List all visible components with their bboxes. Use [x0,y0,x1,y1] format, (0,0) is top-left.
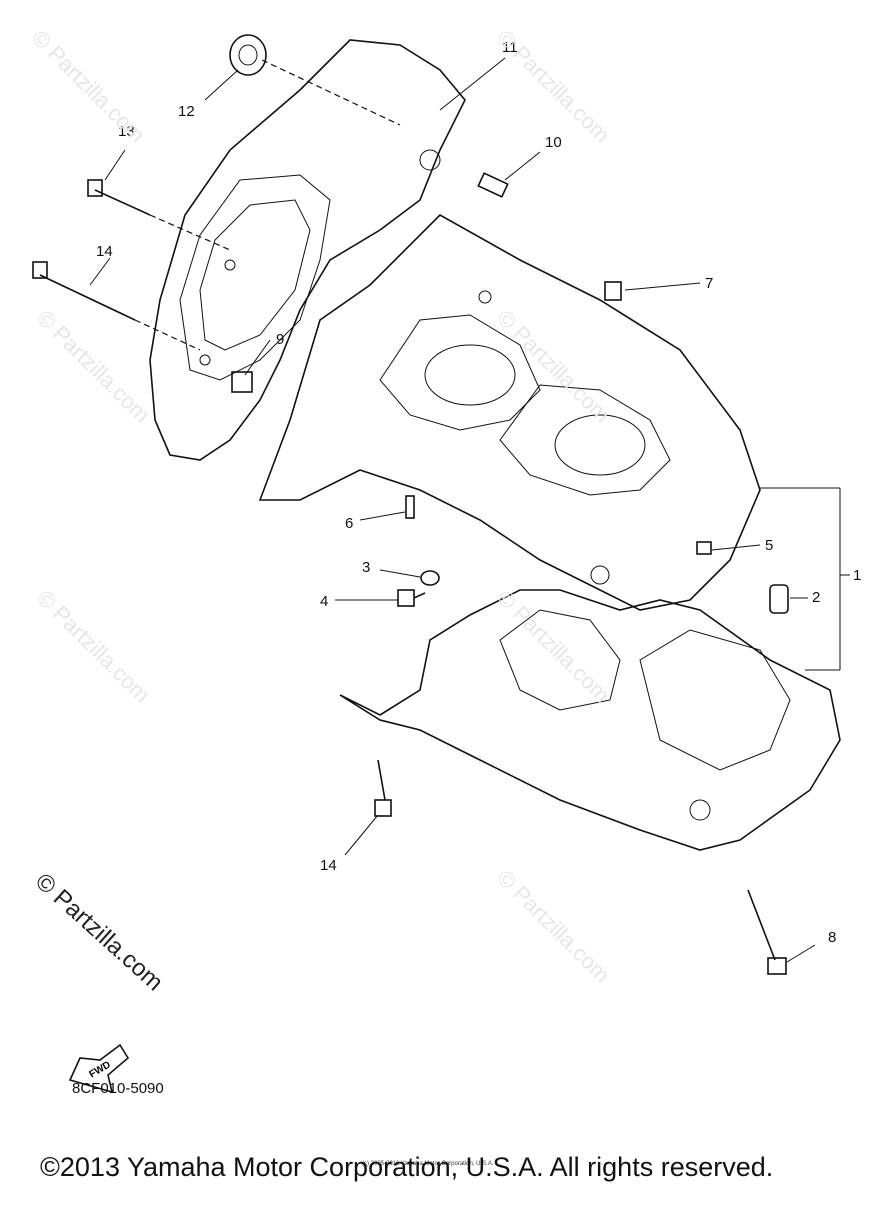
callout-14-upper: 14 [96,243,113,260]
leader-lines [89,57,850,963]
callout-1: 1 [853,567,862,584]
callout-8: 8 [828,929,837,946]
bearing [229,34,267,76]
plug-2 [769,584,789,614]
pin-6 [405,495,415,519]
callout-10: 10 [545,134,562,151]
stud-7 [604,281,622,301]
bolt-14-upper [32,261,136,321]
bolt-4 [397,589,426,607]
callout-9: 9 [276,331,285,348]
callout-5: 5 [765,537,774,554]
pin-5 [696,541,712,555]
callout-6: 6 [345,515,354,532]
lower-crankcase [339,589,841,851]
tiny-copyright: (c) 2005-2016 Yamaha Motor Corporation, … [362,1161,494,1167]
crankcase-cover [149,39,466,461]
callout-2: 2 [812,589,821,606]
part-code: 8CF010-5090 [72,1080,164,1097]
washer-3 [420,570,440,586]
bolt-8 [747,889,787,975]
callout-11: 11 [502,39,518,56]
bolt-13 [87,179,151,216]
upper-crankcase [258,214,761,611]
callout-7: 7 [705,275,714,292]
callout-14-lower: 14 [320,857,337,874]
callout-12: 12 [178,103,195,120]
copyright-footer: ©2013 Yamaha Motor Corporation, U.S.A. A… [40,1152,774,1182]
dowel-pin-10 [477,172,509,198]
callout-4: 4 [320,593,329,610]
bolt-14-lower [374,759,392,817]
callout-13: 13 [118,123,135,140]
callout-3: 3 [362,559,371,576]
dowel-9 [231,371,253,393]
